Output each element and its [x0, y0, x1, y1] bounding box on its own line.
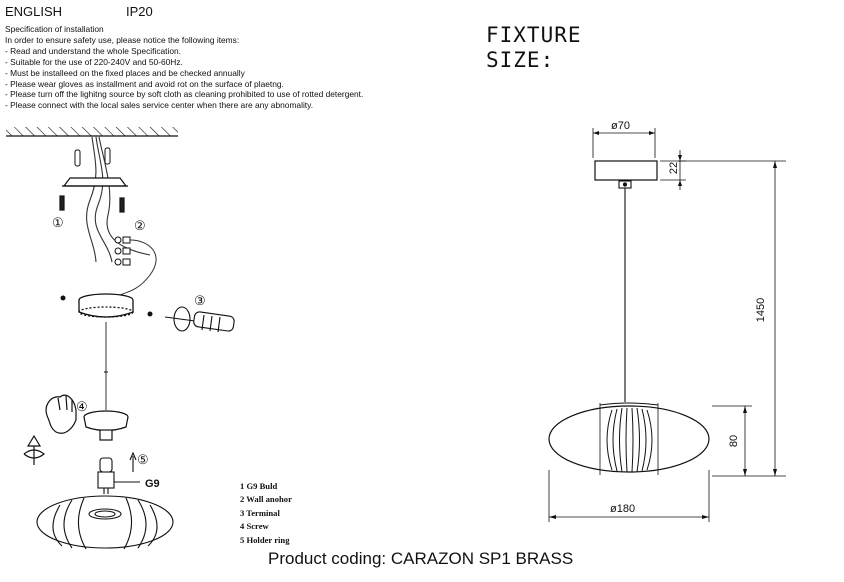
hand-icon — [45, 394, 77, 434]
terminal-block-icon — [114, 236, 131, 266]
spec-intro: In order to ensure safety use, please no… — [5, 34, 240, 45]
screwdriver-icon — [164, 306, 235, 333]
glass-shade-icon — [36, 495, 174, 550]
spec-title: Specification of installation — [5, 24, 104, 34]
parts-legend: 1 G9 Buld 2 Wall anohor 3 Terminal 4 Scr… — [240, 480, 292, 547]
spec-line: - Please wear gloves as installment and … — [5, 78, 284, 89]
ceiling-hatch — [6, 127, 178, 137]
canopy-height-label: 22 — [668, 161, 681, 175]
fixture-title-line1: FIXTURE — [486, 23, 582, 47]
wall-anchor-icon — [74, 147, 111, 167]
legend-item: 5 Holder ring — [240, 534, 290, 545]
shade-diameter-label: ø180 — [610, 503, 636, 515]
dimension-drawing — [548, 128, 786, 522]
lamp-holder-icon — [83, 410, 129, 441]
ip-rating-label: IP20 — [126, 4, 153, 19]
product-coding: Product coding: CARAZON SP1 BRASS — [268, 549, 574, 568]
up-arrow-icon — [129, 451, 137, 472]
rotate-arrow-icon — [23, 434, 45, 465]
spec-line: - Suitable for the use of 220-240V and 5… — [5, 56, 183, 67]
g9-bulb-icon — [97, 457, 115, 494]
fixture-size-title: FIXTURE SIZE: — [486, 23, 582, 73]
step-1-marker: ① — [52, 215, 64, 230]
fixture-title-line2: SIZE: — [486, 48, 555, 72]
legend-item: 4 Screw — [240, 521, 269, 532]
canopy-diameter-label: ø70 — [611, 120, 630, 132]
mounting-bracket-icon — [59, 177, 128, 213]
legend-item: 2 Wall anohor — [240, 494, 292, 505]
step-3-marker: ③ — [194, 293, 206, 308]
spec-line: - Must be installeed on the fixed places… — [5, 67, 245, 78]
total-height-label: 1450 — [755, 297, 768, 323]
step-2-marker: ② — [134, 218, 146, 233]
screw-icon — [60, 295, 66, 301]
canopy-icon — [78, 293, 134, 318]
legend-item: 1 G9 Buld — [240, 481, 278, 491]
specification-block: Specification of installation In order t… — [5, 24, 363, 111]
language-label: ENGLISH — [5, 4, 63, 19]
step-5-marker: ⑤ — [137, 452, 149, 467]
screw-icon — [147, 311, 153, 317]
spec-line: - Read and understand the whole Specific… — [5, 45, 181, 56]
step-4-marker: ④ — [76, 399, 88, 414]
spec-line: - Please turn off the lighitng source by… — [5, 89, 364, 100]
legend-item: 3 Terminal — [240, 507, 280, 518]
bulb-label: G9 — [145, 478, 160, 490]
shade-height-label: 80 — [728, 434, 741, 448]
spec-line: - Please connect with the local sales se… — [5, 100, 314, 111]
